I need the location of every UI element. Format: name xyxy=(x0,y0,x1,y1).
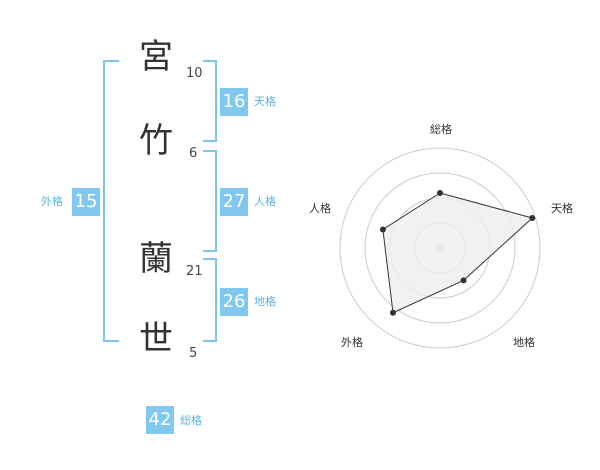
radar-area xyxy=(382,192,534,314)
stroke-count-1: 10 xyxy=(186,66,203,81)
radar-axis-label-tenkaku: 天格 xyxy=(551,201,573,215)
name-char-3: 蘭 xyxy=(139,239,173,279)
radar-points xyxy=(379,190,536,316)
radar-axis-label-jinkaku: 人格 xyxy=(309,201,331,215)
radar-axis-label-gaikaku: 外格 xyxy=(341,335,363,349)
radar-ring xyxy=(339,147,541,349)
radar-point-0 xyxy=(437,190,443,196)
jinkaku-bracket xyxy=(203,150,217,252)
jinkaku-label: 人格 xyxy=(254,195,276,208)
tenkaku-value-badge: 16 xyxy=(220,88,248,116)
stroke-count-3: 21 xyxy=(186,264,203,279)
radar-point-1 xyxy=(529,215,536,222)
jinkaku-value-badge: 27 xyxy=(220,188,248,216)
radar-point-4 xyxy=(379,226,386,233)
radar-point-2 xyxy=(460,277,467,284)
soukaku-label: 総格 xyxy=(180,414,202,427)
radar-axis-label-chikaku: 地格 xyxy=(513,335,535,349)
name-char-4: 世 xyxy=(139,319,173,359)
stroke-count-4: 5 xyxy=(189,346,198,361)
chikaku-label: 地格 xyxy=(254,295,276,308)
radar-point-3 xyxy=(389,309,396,316)
name-char-1: 宮 xyxy=(139,37,173,77)
gaikaku-label: 外格 xyxy=(41,195,63,208)
stroke-count-2: 6 xyxy=(189,146,198,161)
name-char-2: 竹 xyxy=(139,121,173,161)
soukaku-value-badge: 42 xyxy=(146,406,174,434)
radar-axis-label-soukaku: 総格 xyxy=(430,122,452,136)
radar-ring xyxy=(364,172,516,324)
tenkaku-bracket xyxy=(203,60,217,142)
chikaku-value-badge: 26 xyxy=(220,288,248,316)
gaikaku-value-badge: 15 xyxy=(72,188,100,216)
tenkaku-label: 天格 xyxy=(254,95,276,108)
chikaku-bracket xyxy=(203,258,217,342)
gaikaku-bracket xyxy=(103,60,119,342)
